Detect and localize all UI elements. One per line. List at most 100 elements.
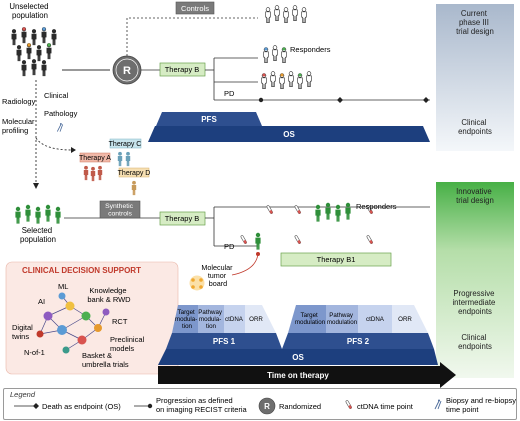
- unselected-population-label: Unselected population: [9, 2, 50, 20]
- top-pd-label: PD: [224, 89, 235, 98]
- therapy-b1-box: [280, 252, 392, 267]
- therapy-c-box: [109, 138, 142, 149]
- therapy-selection-arrow: [35, 137, 73, 151]
- pathway-modulation-1: Pathway modula- tion: [198, 309, 223, 330]
- orr-endpoint-2: ORR: [398, 316, 412, 323]
- controls-line: [126, 17, 258, 56]
- therapy-c-label: Therapy C: [109, 141, 142, 148]
- person-icon: [31, 59, 37, 76]
- ctdna-endpoint-1: ctDNA: [225, 316, 244, 323]
- biopsy-legend-label: Biopsy and re-biopsy time point: [446, 396, 516, 414]
- top-responders: [263, 45, 287, 63]
- therapy-a-label: Therapy A: [79, 155, 111, 162]
- therapy-a-people: [83, 165, 103, 182]
- person-icon: [41, 60, 47, 77]
- time-on-therapy-label: Time on therapy: [267, 371, 329, 380]
- innovative-design-label: Innovative trial design: [456, 187, 494, 205]
- current-design-panel: [436, 4, 514, 151]
- progression-legend-label: Progression as defined on imaging RECIST…: [156, 396, 248, 414]
- bottom-responders: [315, 202, 351, 222]
- ctdna-tube-icon: [293, 234, 302, 245]
- therapy-d-box: [118, 167, 150, 178]
- ctdna-tube-icon: [344, 399, 353, 410]
- therapy-b-top-label: Therapy B: [165, 65, 200, 74]
- top-responders-label: Responders: [290, 45, 331, 54]
- os-bottom-bar: [158, 349, 438, 365]
- death-marker: [423, 97, 429, 103]
- pfs2-label: PFS 2: [347, 337, 370, 346]
- controls-label: Controls: [181, 4, 209, 13]
- clinical-endpoints-top: Clinical endpoints: [458, 118, 492, 136]
- cds-ai: AI: [38, 297, 45, 306]
- death-legend-label: Death as endpoint (OS): [42, 402, 121, 411]
- selected-population-label: Selected population: [20, 226, 56, 244]
- synthetic-controls-label: Synthetic controls: [105, 203, 135, 218]
- selection-arrowhead: [33, 183, 39, 189]
- death-marker: [337, 97, 343, 103]
- pfs1-bar: [166, 333, 282, 349]
- innovative-design-panel: [436, 182, 514, 378]
- top-branch-lines: [213, 57, 430, 101]
- os-top-bar: [148, 126, 430, 142]
- cds-nodes: [36, 292, 110, 354]
- legend-title: Legend: [10, 390, 36, 399]
- intermediate-endpoints-2: [288, 305, 428, 333]
- pathway-modulation-2: Pathway modulation: [327, 312, 358, 326]
- randomized-icon: [258, 397, 276, 415]
- therapy-a-box: [79, 152, 111, 163]
- person-icon: [11, 29, 17, 46]
- molecular-profiling-label: Molecular profiling: [2, 117, 37, 135]
- therapy-d-person: [131, 180, 137, 196]
- progressive-endpoints-label: Progressive intermediate endpoints: [452, 289, 497, 316]
- target-modulation-2: Target modulation: [295, 312, 326, 326]
- current-design-label: Current phase III trial design: [456, 9, 494, 36]
- biopsy-icon: [434, 399, 442, 410]
- os-bottom-label: OS: [292, 353, 304, 362]
- cds-knowledge: Knowledge bank & RWD: [87, 286, 131, 304]
- person-icon: [51, 29, 57, 46]
- radiology-label: Radiology: [2, 97, 36, 106]
- time-on-therapy-arrow: [158, 362, 456, 388]
- unselected-population-crowd: [11, 27, 57, 77]
- person-icon: [31, 29, 37, 46]
- ctdna-tube-icon: [239, 234, 248, 245]
- controls-people: [265, 5, 307, 23]
- ctdna-endpoint-2: ctDNA: [366, 316, 385, 323]
- svg-text:R: R: [264, 402, 270, 411]
- cds-n-of-1: N-of-1: [24, 348, 45, 357]
- legend: Legend Death as endpoint (OS) Progressio…: [3, 388, 517, 420]
- cds-ml: ML: [58, 282, 68, 291]
- therapy-b-bottom-label: Therapy B: [165, 214, 200, 223]
- pfs-top-label: PFS: [201, 115, 217, 124]
- ctdna-legend-label: ctDNA time point: [357, 402, 414, 411]
- tumor-board-connector: [231, 253, 259, 276]
- os-top-label: OS: [283, 130, 295, 139]
- cds-digital-twins: Digital twins: [12, 323, 35, 341]
- therapy-c-people: [117, 151, 131, 167]
- bottom-responders-label: Responders: [356, 202, 397, 211]
- biopsy-icon: [56, 122, 64, 133]
- randomized-legend-label: Randomized: [279, 402, 321, 411]
- pfs1-label: PFS 1: [213, 337, 236, 346]
- right-panel: Current phase III trial design Clinical …: [436, 4, 514, 378]
- therapy-b-top-box: [159, 62, 206, 77]
- orr-endpoint-1: ORR: [249, 316, 263, 323]
- cds-preclinical: Preclinical models: [110, 335, 146, 353]
- intermediate-endpoints-1: [172, 305, 276, 333]
- synthetic-controls-box: [99, 200, 141, 219]
- progression-marker: [258, 97, 264, 103]
- pathology-label: Pathology: [44, 109, 78, 118]
- therapy-d-label: Therapy D: [118, 170, 151, 177]
- pfs2-bar: [282, 333, 434, 349]
- ctdna-tube-icon: [365, 234, 374, 245]
- pfs-top-bar: [156, 112, 262, 126]
- cds-basket: Basket & umbrella trials: [82, 351, 129, 369]
- person-icon: [16, 45, 22, 62]
- clinical-label: Clinical: [44, 91, 69, 100]
- bottom-pd-label: PD: [224, 242, 235, 251]
- cds-title: CLINICAL DECISION SUPPORT: [22, 266, 141, 275]
- person-icon: [36, 45, 42, 62]
- progression-dot-icon: [147, 403, 153, 409]
- person-icon: [21, 60, 27, 77]
- selected-population-crowd: [15, 204, 61, 224]
